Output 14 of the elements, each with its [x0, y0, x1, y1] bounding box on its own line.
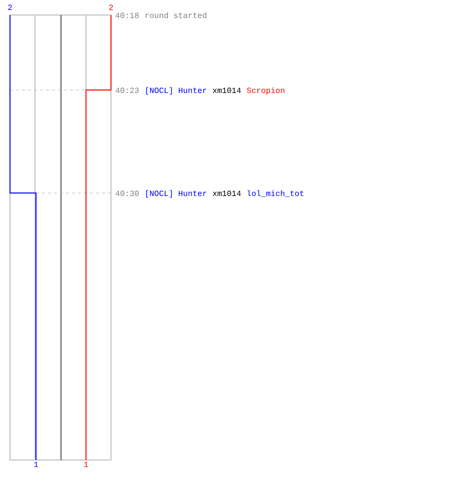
count-label: 2 [109, 4, 113, 10]
event-time: 40:23 [116, 88, 139, 94]
event-time: 40:18 [116, 12, 139, 18]
killer-name: [NOCL] Hunter [146, 190, 206, 198]
count-label: 1 [34, 462, 38, 467]
weapon-name: xm1014 [212, 190, 241, 196]
event-text: round started [146, 12, 206, 18]
count-label: 2 [8, 4, 12, 10]
killer-name: [NOCL] Hunter [146, 87, 206, 95]
victim-name: Scropion [246, 87, 284, 95]
weapon-name: xm1014 [212, 88, 241, 94]
victim-name: lol_mich_tot [248, 190, 304, 197]
event-time: 40:30 [116, 190, 139, 196]
count-label: 1 [84, 462, 88, 467]
